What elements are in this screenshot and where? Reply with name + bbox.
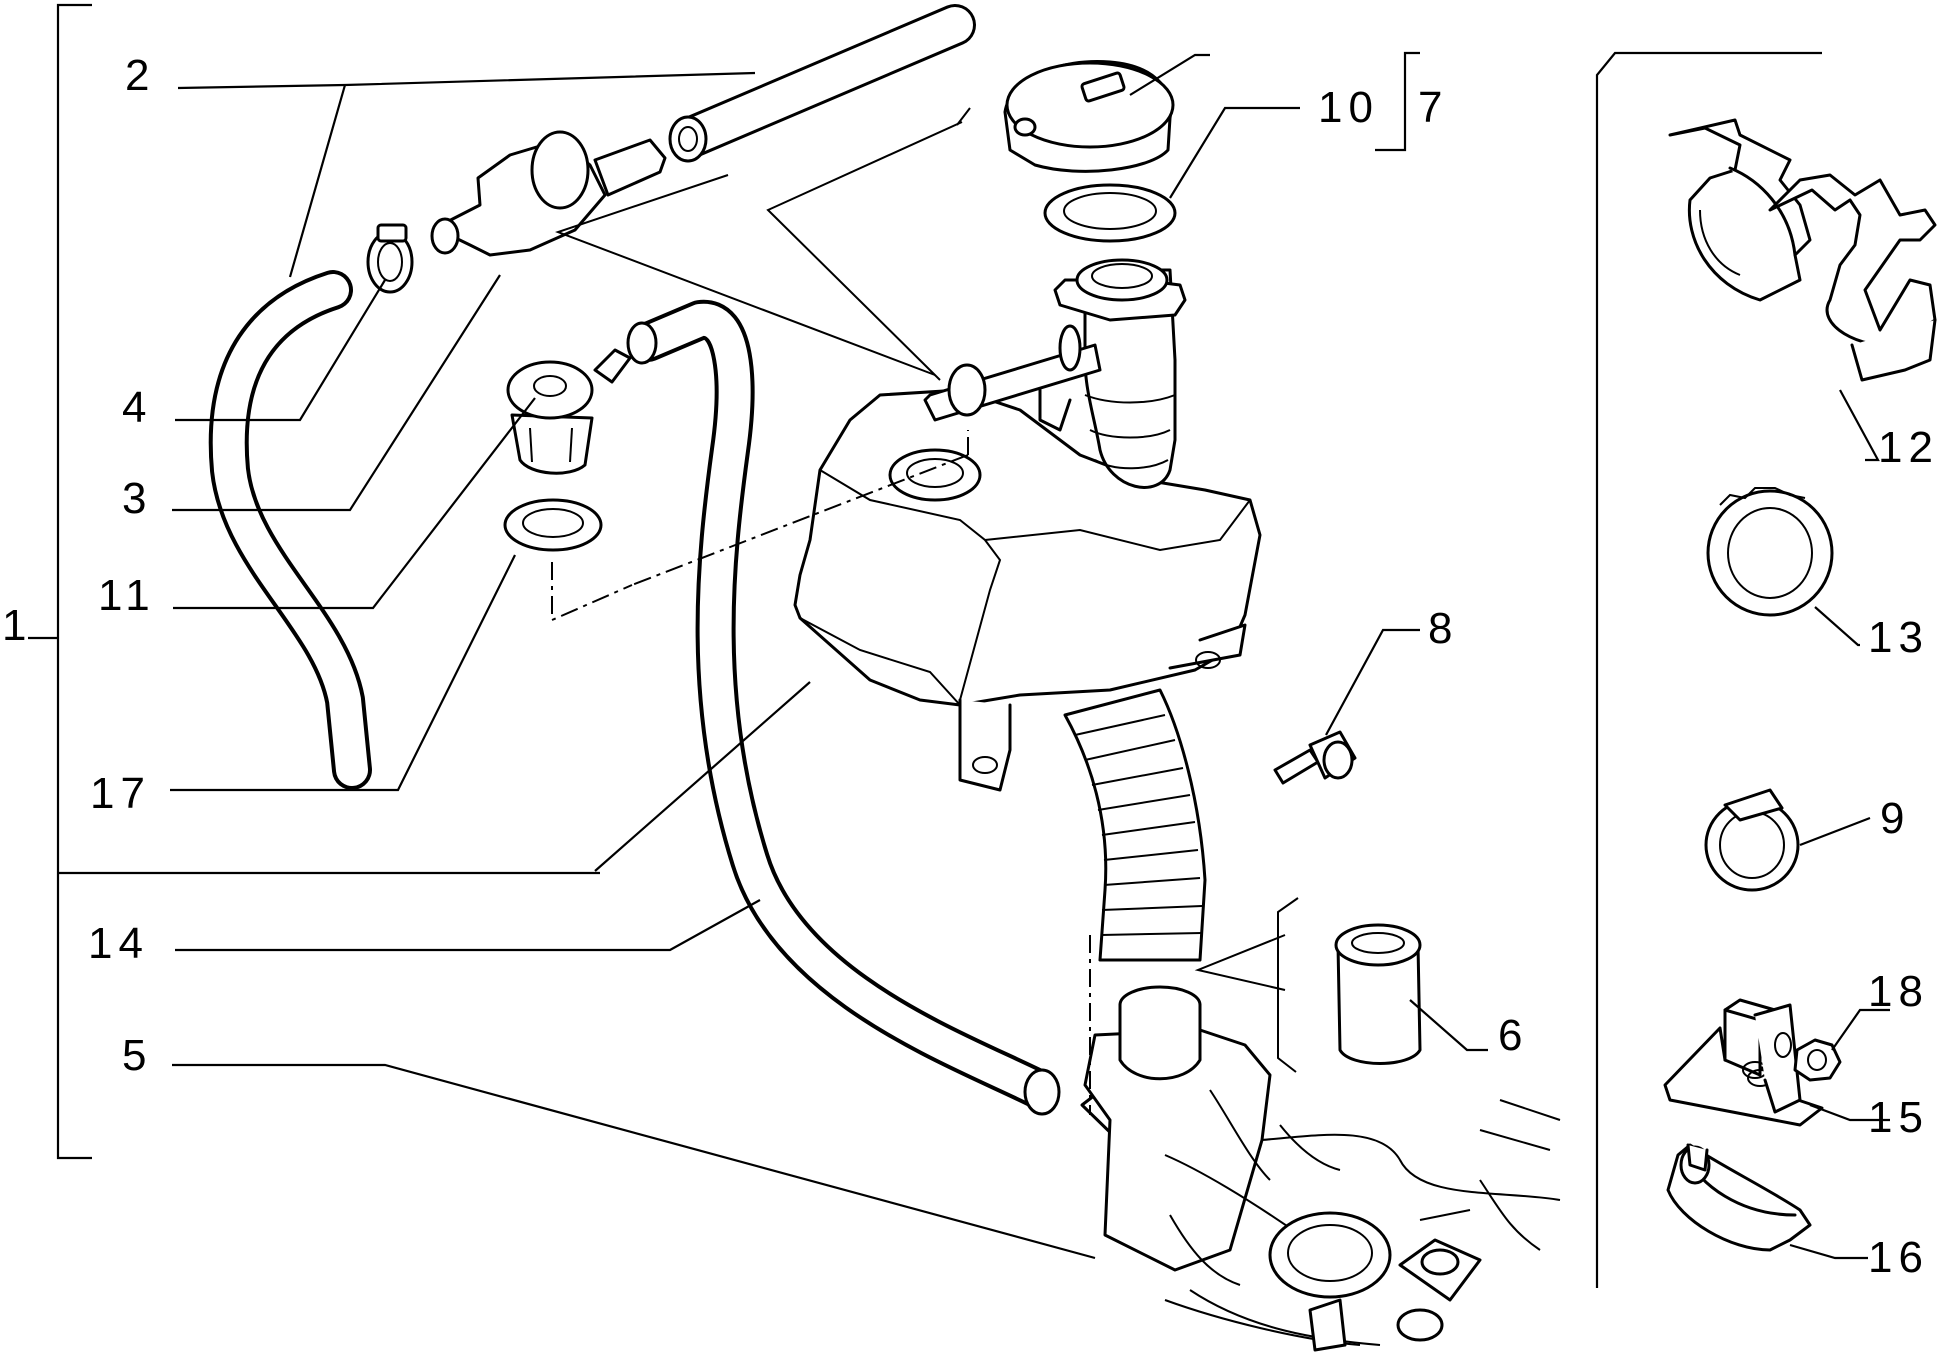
callout-12: 12 [1878,423,1939,472]
corrugated-hose [1063,688,1207,962]
hose-curved-left [208,270,372,790]
callout-17: 17 [90,769,151,818]
drain-washer [503,498,603,552]
tank-breather-tube [923,324,1102,432]
hose-long [626,299,1061,1116]
cap-gasket [1043,183,1177,243]
sleeve-bushing [1334,923,1422,1065]
callout-18: 18 [1868,967,1929,1016]
callout-15: 15 [1868,1093,1929,1142]
callout-14: 14 [88,919,149,968]
callout-11: 11 [98,571,156,620]
callout-10: 10 [1318,83,1379,132]
p-clamp [1666,1143,1812,1252]
hose-clamp-small [366,223,414,294]
callout-13: 13 [1868,613,1929,662]
assembly-bracket [28,3,600,1160]
callout-1: 1 [2,601,32,650]
callout-2: 2 [125,51,155,100]
hose-upper-straight [668,4,976,163]
callout-9: 9 [1880,794,1910,843]
lower-engine-area [1083,985,1561,1352]
callout-7: 7 [1418,83,1448,132]
callout-8: 8 [1428,604,1458,653]
right-panel-frame [1595,51,1822,1288]
bolt [1273,730,1357,785]
drain-valve [506,348,632,475]
callout-4: 4 [122,383,152,432]
breather-valve [430,130,667,257]
ring-nut [1706,487,1834,617]
callout-5: 5 [122,1031,152,1080]
filler-neck [1053,258,1187,489]
callout-3: 3 [122,474,152,523]
hex-nut [1793,1038,1842,1082]
leader-lines [170,51,1890,1260]
alignment-lines [551,107,1299,1115]
spring-hose-clip [1704,788,1800,892]
filler-cap [1003,59,1175,173]
callout-labels: 1 2 4 3 11 17 14 5 10 7 8 6 12 13 9 18 1… [2,51,1939,1282]
double-hose-clip [1668,118,1937,382]
mounting-bracket [1663,998,1824,1127]
callout-16: 16 [1868,1233,1929,1282]
expansion-tank [793,388,1262,792]
callout-6: 6 [1498,1011,1528,1060]
